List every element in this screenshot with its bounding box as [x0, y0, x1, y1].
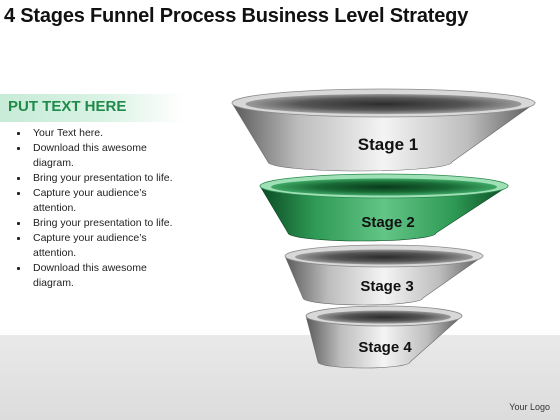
floor-shading — [0, 335, 560, 420]
bullet-list: Your Text here. Download this awesome di… — [14, 126, 184, 291]
stage-4-label: Stage 4 — [358, 339, 412, 356]
funnel-stage-1: Stage 1 — [231, 88, 536, 172]
bullet-item: Capture your audience’s attention. — [14, 231, 184, 261]
stage-1-label: Stage 1 — [358, 135, 418, 154]
text-header: PUT TEXT HERE — [8, 98, 127, 115]
funnel-stage-2: Stage 2 — [259, 173, 510, 242]
bullet-item: Your Text here. — [14, 126, 184, 141]
funnel-stage-4: Stage 4 — [305, 305, 463, 369]
funnel-stage-3: Stage 3 — [284, 244, 484, 306]
page-title: 4 Stages Funnel Process Business Level S… — [4, 5, 469, 27]
bullet-item: Capture your audience’s attention. — [14, 186, 184, 216]
bullet-item: Download this awesome diagram. — [14, 141, 184, 171]
bullet-item: Download this awesome diagram. — [14, 261, 184, 291]
bullet-item: Bring your presentation to life. — [14, 171, 184, 186]
logo-text: Your Logo — [509, 402, 550, 412]
stage-2-label: Stage 2 — [361, 214, 414, 231]
bullet-item: Bring your presentation to life. — [14, 216, 184, 231]
stage-3-label: Stage 3 — [360, 278, 413, 295]
text-header-band: PUT TEXT HERE — [0, 94, 184, 122]
